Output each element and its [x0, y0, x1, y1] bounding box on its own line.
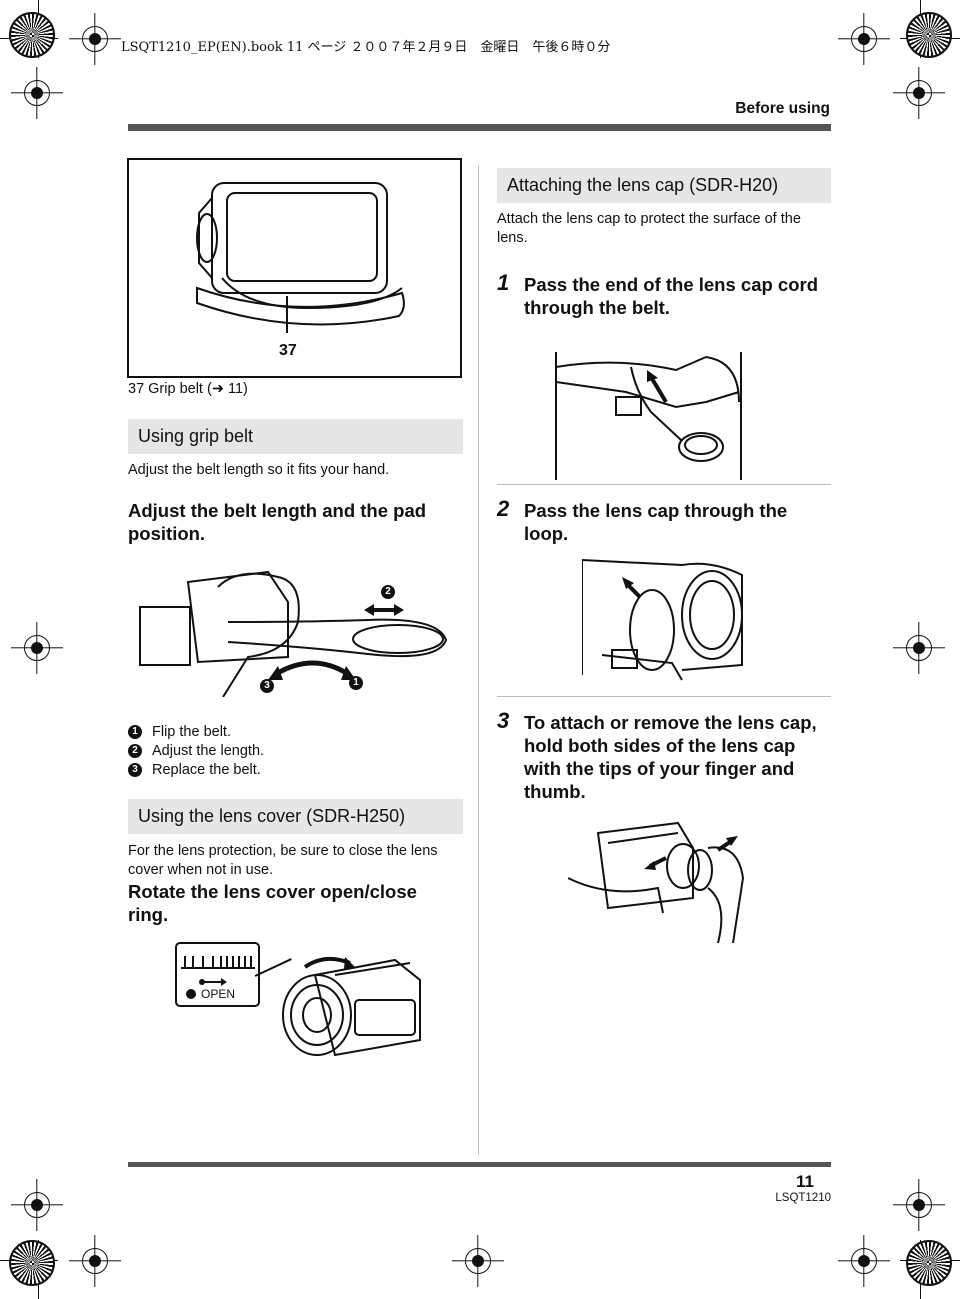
- cap-heading: Attaching the lens cap (SDR-H20): [497, 168, 831, 203]
- cover-instruction-line2: ring.: [128, 904, 169, 925]
- marker-1-icon: 1: [349, 676, 363, 690]
- step1-line2: through the belt.: [524, 297, 670, 318]
- figure-frame-right: [740, 352, 742, 480]
- lens-cover-camcorder-illustration: [282, 956, 421, 1057]
- step1-line1: Pass the end of the lens cap cord: [524, 274, 819, 295]
- grip-caption: 37 Grip belt (➜ 11): [128, 381, 248, 397]
- list-item: 2 Adjust the length.: [128, 743, 264, 759]
- cap-body-line2: lens.: [497, 230, 528, 246]
- grip-instruction-line1: Adjust the belt length and the pad: [128, 500, 427, 521]
- figure-rule: [497, 696, 831, 697]
- header-rule: [128, 124, 831, 131]
- color-target-icon: [9, 12, 55, 58]
- registration-mark-icon: [465, 1248, 491, 1274]
- cover-body-line1: For the lens protection, be sure to clos…: [128, 843, 438, 859]
- step2-line1: Pass the lens cap through the: [524, 500, 788, 521]
- registration-mark-icon: [82, 26, 108, 52]
- lens-cover-switch-inset: OPEN: [175, 942, 260, 1007]
- ring-scale-icon: [181, 956, 255, 999]
- footer-rule: [128, 1162, 831, 1167]
- grip-instruction-line2: position.: [128, 523, 206, 544]
- cap-body-line1: Attach the lens cap to protect the surfa…: [497, 211, 801, 227]
- step3-line1: To attach or remove the lens cap,: [524, 712, 817, 733]
- registration-mark-icon: [906, 635, 932, 661]
- color-target-icon: [906, 12, 952, 58]
- section-title: Before using: [735, 100, 830, 117]
- registration-mark-icon: [24, 635, 50, 661]
- column-divider: [478, 165, 479, 1155]
- hand-belt-illustration: [139, 570, 448, 697]
- lens-cap-cord-illustration: [556, 356, 740, 462]
- list-item: 3 Replace the belt.: [128, 762, 261, 778]
- step3-line2: hold both sides of the lens cap: [524, 735, 796, 756]
- step-badge-3: 3: [128, 763, 142, 777]
- step3-number: 3: [497, 708, 510, 733]
- color-target-icon: [906, 1240, 952, 1286]
- grip-body: Adjust the belt length so it fits your h…: [128, 462, 390, 478]
- marker-3-icon: 3: [260, 679, 274, 693]
- step2-line2: loop.: [524, 523, 569, 544]
- list-item: 1 Flip the belt.: [128, 724, 231, 740]
- step-text: Flip the belt.: [152, 724, 231, 740]
- registration-mark-icon: [24, 80, 50, 106]
- marker-2-icon: 2: [381, 585, 395, 599]
- figure-callout: 37: [279, 342, 297, 359]
- step1-number: 1: [497, 270, 510, 295]
- file-info: LSQT1210_EP(EN).book 11 ページ ２００７年２月９日 金曜…: [121, 40, 611, 55]
- step-badge-1: 1: [128, 725, 142, 739]
- cover-instruction-line1: Rotate the lens cover open/close: [128, 881, 417, 902]
- grip-heading: Using grip belt: [128, 419, 463, 454]
- step-text: Adjust the length.: [152, 743, 265, 759]
- step3-line3: with the tips of your finger and: [524, 758, 795, 779]
- registration-mark-icon: [851, 26, 877, 52]
- grip-belt-figure: 37: [127, 158, 462, 378]
- hand-lens-cap-illustration: [568, 821, 745, 943]
- registration-mark-icon: [24, 1192, 50, 1218]
- step3-line4: thumb.: [524, 781, 586, 802]
- registration-mark-icon: [906, 1192, 932, 1218]
- open-label: OPEN: [201, 987, 236, 1001]
- page-number: 11: [796, 1172, 814, 1191]
- registration-mark-icon: [851, 1248, 877, 1274]
- cover-body-line2: cover when not in use.: [128, 862, 274, 878]
- step-badge-2: 2: [128, 744, 142, 758]
- step-text: Replace the belt.: [152, 762, 261, 778]
- registration-mark-icon: [82, 1248, 108, 1274]
- registration-mark-icon: [906, 80, 932, 106]
- document-code: LSQT1210: [775, 1192, 831, 1204]
- camcorder-illustration: [196, 182, 405, 333]
- cover-heading: Using the lens cover (SDR-H250): [128, 799, 463, 834]
- step2-number: 2: [497, 496, 510, 521]
- lens-cap-loop-illustration: [582, 559, 743, 681]
- color-target-icon: [9, 1240, 55, 1286]
- figure-rule: [497, 484, 831, 485]
- figure-frame-left: [555, 352, 557, 480]
